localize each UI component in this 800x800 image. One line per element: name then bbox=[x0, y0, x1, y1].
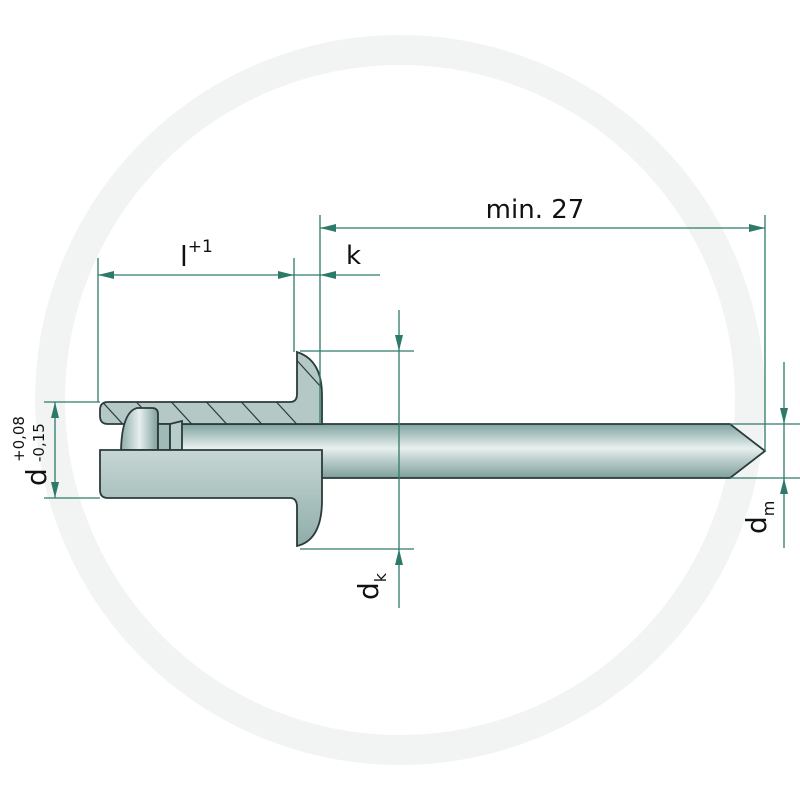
dimension-grip-length: l+1 bbox=[97, 237, 295, 402]
shank-tolerance-upper: +0,08 bbox=[10, 416, 28, 462]
mandrel-diameter-label: dm bbox=[740, 501, 778, 534]
shank-tolerance-lower: -0,15 bbox=[30, 423, 48, 462]
dimension-mandrel-diameter: dm bbox=[730, 362, 800, 548]
watermark-circle bbox=[35, 35, 765, 765]
overall-length-label: min. 27 bbox=[486, 195, 585, 225]
grip-length-label: l+1 bbox=[180, 237, 213, 273]
head-diameter-label: dk bbox=[352, 572, 390, 600]
head-height-label: k bbox=[346, 241, 361, 271]
dimension-head-height: k bbox=[294, 241, 380, 279]
rivet-body-section bbox=[99, 350, 323, 451]
dimension-overall-length: min. 27 bbox=[319, 195, 766, 451]
dimension-shank-diameter: d +0,08 -0,15 bbox=[10, 401, 100, 499]
dimension-head-diameter: dk bbox=[300, 310, 414, 608]
rivet-body-lower bbox=[99, 449, 323, 548]
shank-diameter-label: d bbox=[20, 468, 53, 486]
